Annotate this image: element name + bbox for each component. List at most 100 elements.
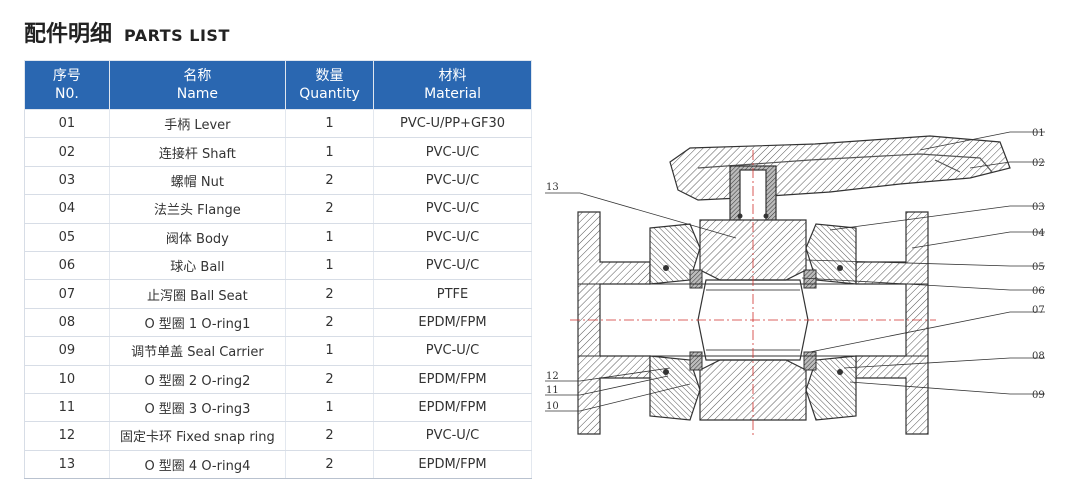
cell-qty: 2 bbox=[285, 166, 375, 196]
cell-no: 07 bbox=[24, 279, 110, 309]
cell-no: 09 bbox=[24, 336, 110, 366]
cell-name: 球心 Ball bbox=[109, 251, 286, 281]
header-name-en: Name bbox=[176, 86, 219, 102]
cell-name: 止泻圈 Ball Seat bbox=[109, 279, 286, 309]
cell-no: 02 bbox=[24, 137, 110, 167]
label-10: 10 bbox=[546, 401, 559, 412]
cell-name: 螺帽 Nut bbox=[109, 166, 286, 196]
cell-material: PVC-U/C bbox=[373, 166, 532, 196]
cell-material: PTFE bbox=[373, 279, 532, 309]
header-quantity-cn: 数量 bbox=[315, 68, 344, 84]
header-no-cn: 序号 bbox=[52, 68, 81, 84]
label-09: 09 bbox=[1032, 390, 1045, 401]
cell-qty: 2 bbox=[285, 450, 375, 480]
cell-material: PVC-U/C bbox=[373, 421, 532, 451]
cell-material: EPDM/FPM bbox=[373, 308, 532, 338]
label-04: 04 bbox=[1032, 228, 1045, 239]
title-cn: 配件明细 bbox=[24, 22, 113, 47]
centerlines bbox=[570, 150, 936, 436]
header-no-en: N0. bbox=[54, 86, 79, 102]
cell-name: O 型圈 4 O-ring4 bbox=[109, 450, 286, 480]
cell-name: O 型圈 2 O-ring2 bbox=[109, 365, 286, 394]
cell-material: PVC-U/PP+GF30 bbox=[373, 109, 532, 139]
cell-no: 06 bbox=[24, 251, 110, 281]
leader-lines-right bbox=[801, 131, 1045, 395]
title-en: PARTS LIST bbox=[124, 26, 230, 45]
cell-no: 04 bbox=[24, 194, 110, 224]
cell-material: EPDM/FPM bbox=[373, 450, 532, 480]
cell-name: O 型圈 3 O-ring3 bbox=[109, 393, 286, 423]
page-title: 配件明细 PARTS LIST bbox=[24, 16, 230, 48]
cell-material: PVC-U/C bbox=[373, 336, 532, 366]
cell-no: 01 bbox=[24, 109, 110, 139]
cell-qty: 1 bbox=[285, 223, 375, 252]
part-labels-right: 01 02 03 04 05 06 07 08 09 bbox=[1032, 128, 1045, 401]
left-nut-part bbox=[649, 223, 701, 421]
cell-no: 12 bbox=[24, 421, 110, 451]
label-05: 05 bbox=[1032, 262, 1045, 273]
cell-name: 连接杆 Shaft bbox=[109, 137, 286, 167]
cell-no: 05 bbox=[24, 223, 110, 252]
label-07: 07 bbox=[1032, 305, 1045, 316]
o-rings-part bbox=[663, 213, 843, 375]
label-02: 02 bbox=[1032, 158, 1045, 169]
cell-no: 11 bbox=[24, 393, 110, 423]
cell-name: 法兰头 Flange bbox=[109, 194, 286, 224]
cell-qty: 1 bbox=[285, 109, 375, 139]
header-name-cn: 名称 bbox=[183, 68, 212, 84]
cell-material: EPDM/FPM bbox=[373, 365, 532, 394]
left-flange-part bbox=[577, 211, 651, 435]
label-06: 06 bbox=[1032, 286, 1045, 297]
label-13: 13 bbox=[546, 182, 559, 193]
cell-material: PVC-U/C bbox=[373, 251, 532, 281]
cell-qty: 1 bbox=[285, 251, 375, 281]
part-labels-left: 13 12 11 10 bbox=[546, 182, 559, 412]
cell-name: 手柄 Lever bbox=[109, 109, 286, 139]
cell-qty: 2 bbox=[285, 308, 375, 338]
label-11: 11 bbox=[546, 385, 559, 396]
right-nut-part bbox=[805, 223, 857, 421]
header-material-en: Material bbox=[424, 86, 481, 102]
cell-qty: 2 bbox=[285, 279, 375, 309]
label-03: 03 bbox=[1032, 202, 1045, 213]
lever-part bbox=[669, 135, 1011, 201]
cell-no: 03 bbox=[24, 166, 110, 196]
cell-material: PVC-U/C bbox=[373, 137, 532, 167]
cell-name: 调节单盖 Seal Carrier bbox=[109, 336, 286, 366]
right-flange-part bbox=[855, 211, 929, 435]
cell-material: EPDM/FPM bbox=[373, 393, 532, 423]
cell-qty: 2 bbox=[285, 194, 375, 224]
cell-no: 13 bbox=[24, 450, 110, 480]
cell-material: PVC-U/C bbox=[373, 223, 532, 252]
leader-lines-left bbox=[545, 192, 737, 412]
cell-qty: 2 bbox=[285, 421, 375, 451]
cell-material: PVC-U/C bbox=[373, 194, 532, 224]
cell-qty: 2 bbox=[285, 365, 375, 394]
cell-qty: 1 bbox=[285, 393, 375, 423]
label-08: 08 bbox=[1032, 351, 1045, 362]
cell-name: O 型圈 1 O-ring1 bbox=[109, 308, 286, 338]
cell-name: 阀体 Body bbox=[109, 223, 286, 252]
label-12: 12 bbox=[546, 371, 559, 382]
header-no: 序号 N0. bbox=[24, 60, 110, 110]
header-name: 名称 Name bbox=[108, 60, 286, 110]
valve-section-drawing: 01 02 03 04 05 06 07 08 09 13 12 11 10 bbox=[545, 128, 1045, 436]
label-01: 01 bbox=[1032, 128, 1045, 139]
